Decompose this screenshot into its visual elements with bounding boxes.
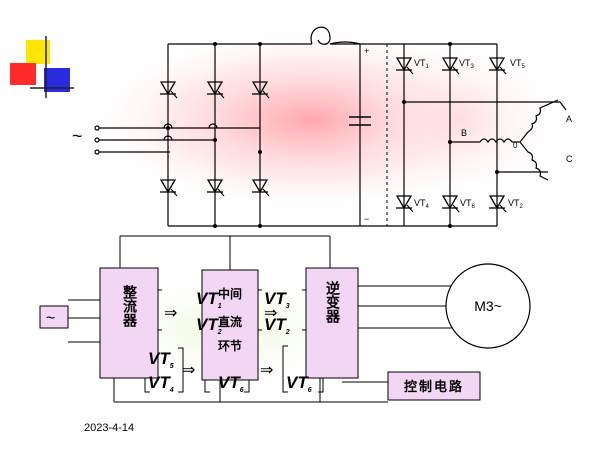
vt1-label: VT1 [414,58,430,70]
phase-b-label: B [461,128,467,138]
dc-link-label-2: 直流 [218,314,242,329]
circuit-nodes [166,42,499,228]
arrow-rectifier-to-dclink: ⇒ [164,305,177,322]
block-vt-label: VT2 [196,315,222,336]
inverter-block [305,267,359,379]
phase-c-label: C [566,154,573,164]
block-vt-label: VT6 [218,373,244,394]
control-circuit-box [387,371,481,401]
rectifier-block [99,267,159,379]
slide-logo [10,36,74,98]
input-source-symbol: ~ [46,310,55,327]
dc-plus-label: + [364,46,369,56]
dc-link-label-1: 中间 [218,286,242,301]
block-vt-labels: VT1 VT2 VT3 VT2 VT5 VT4 VT6 VT6 [148,289,312,394]
power-circuit: ~ [72,26,567,227]
block-vt-label: VT6 [286,373,312,394]
background-glow-right [340,30,580,210]
block-wiring [68,235,452,403]
rectifier-label: 整流器 [121,284,138,328]
logo-red-square [10,63,36,85]
input-source-box [39,305,69,329]
arrow-dclink-to-inverter: ⇒ [264,305,277,322]
vt3-label: VT3 [459,58,475,70]
block-vt-label: VT3 [264,289,290,310]
slide-date: 2023-4-14 [84,422,135,434]
block-vt-label: VT2 [264,315,290,336]
vt6-label: VT6 [460,198,476,210]
block-vt-label: VT4 [148,373,174,394]
phase-a-label: A [566,114,572,124]
dc-link-block [201,269,259,381]
ac-source-symbol: ~ [72,126,83,146]
vt5-label: VT5 [510,58,526,70]
thyristor-labels: VT1 VT3 VT5 VT4 VT6 VT2 [414,58,526,210]
arrow-lower-2: ⇒ [260,362,273,379]
vt4-label: VT4 [414,198,430,210]
arrow-lower-1: ⇒ [182,362,195,379]
dc-link-label-3: 环节 [218,338,242,353]
block-vt-label: VT5 [148,349,174,370]
vt2-label: VT2 [508,198,524,210]
motor-label: M3~ [474,298,502,314]
motor-circle [445,263,531,349]
dc-minus-label: − [364,214,369,224]
neutral-label: 0 [513,141,518,150]
block-vt-label: VT1 [196,289,222,310]
inverter-label: 逆变器 [324,280,341,324]
control-circuit-label: 控制电路 [404,379,464,395]
